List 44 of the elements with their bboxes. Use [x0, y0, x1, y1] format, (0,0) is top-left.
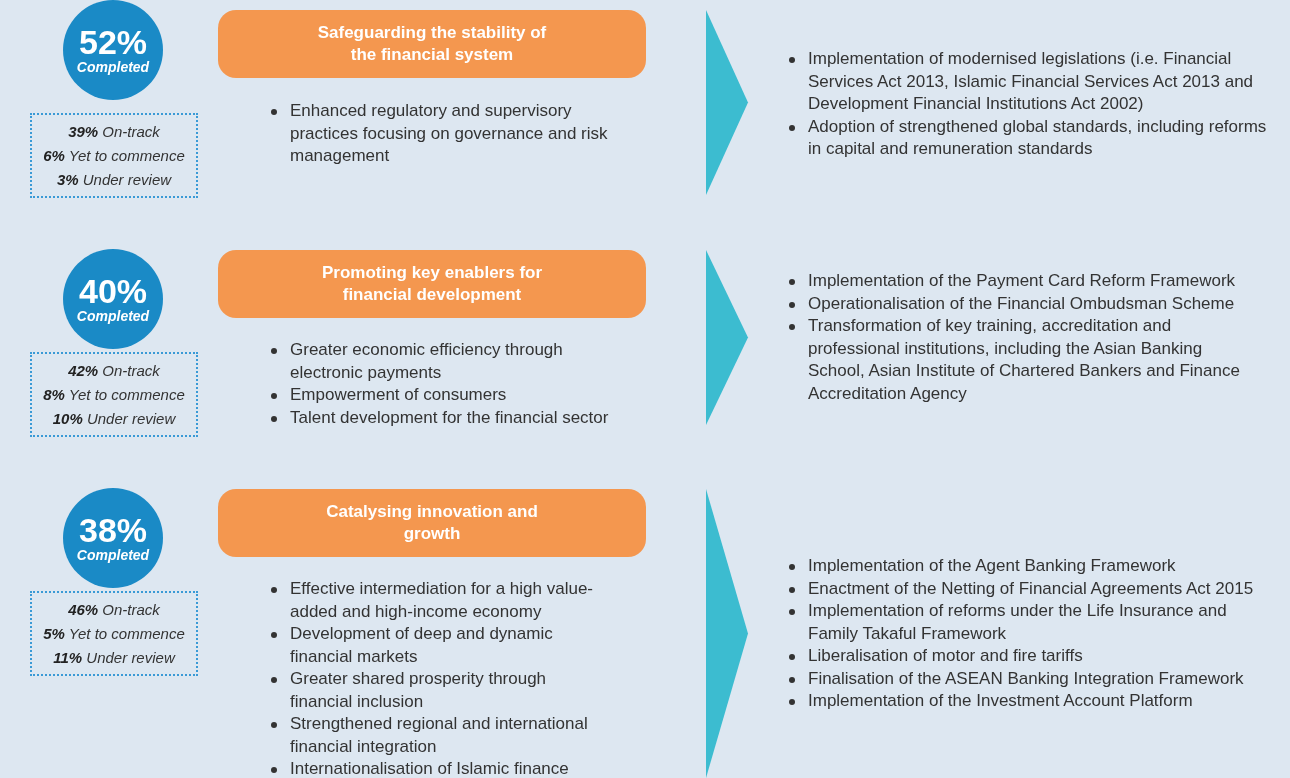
bullet-item: Finalisation of the ASEAN Banking Integration Framework [786, 667, 1276, 690]
bullet-item: Effective intermediation for a high value-added and high-income economy [268, 578, 613, 623]
status-text: 11% Under review [53, 647, 175, 668]
percent-value: 38% [78, 513, 148, 547]
bullet-item: Enhanced regulatory and supervisory practices focusing on governance and risk management [268, 100, 613, 168]
status-text: 5% Yet to commence [43, 623, 185, 644]
bullet-item: Adoption of strengthened global standards, including reforms in capital and remuneration standards [786, 115, 1276, 161]
heading-banner: Catalysing innovation and growth [218, 489, 646, 557]
bullet-item: Operationalisation of the Financial Ombudsman Scheme [786, 292, 1261, 315]
status-caption: Completed [76, 547, 150, 563]
bullet-item: Transformation of key training, accreditation and professional institutions, including the Asian Banking School, Asian Institute of Chartered Bankers and Finance Accreditation Agency [786, 315, 1261, 405]
bullet-item: Implementation of the Investment Account Platform [786, 690, 1276, 713]
bullet-item: Implementation of the Agent Banking Framework [786, 555, 1276, 578]
bullet-item: Strengthened regional and international financial integration [268, 713, 613, 758]
heading-banner: Promoting key enablers for financial development [218, 250, 646, 318]
bullet-item: Development of deep and dynamic financial markets [268, 623, 613, 668]
bullet-item: Liberalisation of motor and fire tariffs [786, 645, 1276, 668]
status-text: 46% On-track [68, 599, 160, 620]
status-text: 3% Under review [56, 169, 172, 190]
bullet-item: Empowerment of consumers [268, 384, 613, 407]
status-text: 42% On-track [68, 360, 160, 381]
chevron-arrow [706, 489, 748, 778]
bullet-item: Greater economic efficiency through electronic payments [268, 339, 613, 384]
status-box [30, 591, 198, 676]
bullet-item: Greater shared prosperity through financial inclusion [268, 668, 613, 713]
bullet-item: Talent development for the financial sector [268, 406, 613, 429]
percent-value: 52% [78, 25, 148, 59]
bullet-item: Internationalisation of Islamic finance [268, 758, 613, 778]
chevron-arrow [706, 250, 748, 425]
status-box [30, 113, 198, 198]
bullet-item: Enactment of the Netting of Financial Agreements Act 2015 [786, 577, 1276, 600]
status-text: 39% On-track [68, 121, 160, 142]
bullet-item: Implementation of modernised legislations (i.e. Financial Services Act 2013, Islamic Financial Services Act 2013 and Development Financial Institutions Act 2002) [786, 48, 1276, 116]
status-text: 8% Yet to commence [43, 384, 185, 405]
status-text: 10% Under review [52, 408, 176, 429]
heading-banner: Safeguarding the stability of the financial system [218, 10, 646, 78]
status-caption: Completed [76, 59, 150, 75]
status-text: 6% Yet to commence [43, 145, 185, 166]
bullet-item: Implementation of reforms under the Life Insurance and Family Takaful Framework [786, 600, 1276, 645]
chevron-arrow [706, 10, 748, 195]
bullet-item: Implementation of the Payment Card Reform Framework [786, 270, 1261, 293]
status-box [30, 352, 198, 437]
percent-value: 40% [78, 274, 148, 308]
status-caption: Completed [76, 308, 150, 324]
